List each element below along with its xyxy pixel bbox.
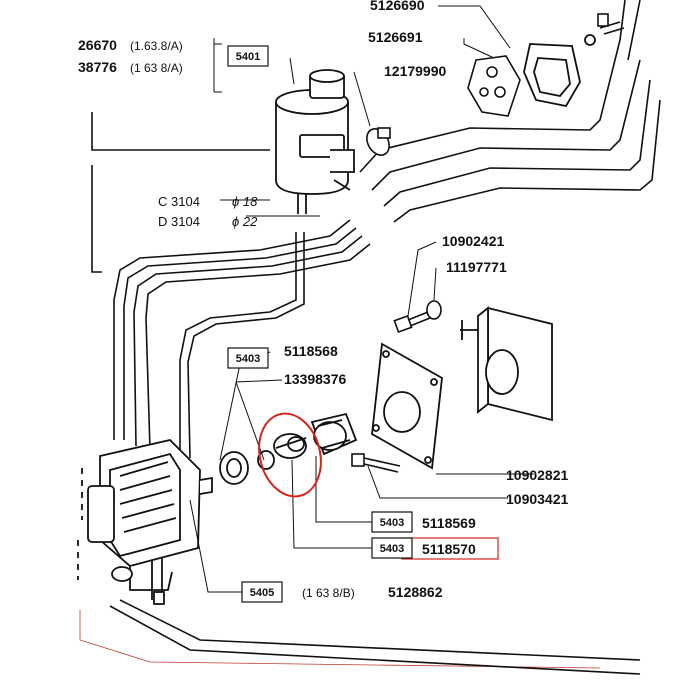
highlight-ellipse <box>258 412 322 498</box>
hose-clamp <box>366 127 391 156</box>
label-5126690: 5126690 <box>370 0 425 13</box>
label-hose-c-diam: ϕ 18 <box>232 194 258 209</box>
ref-box-reservoir: 5401 <box>227 45 269 67</box>
ref-box-gear: 5403 <box>371 511 413 533</box>
mounting-plate-rear <box>460 306 553 422</box>
label-10903421: 10903421 <box>506 491 569 507</box>
mounting-plate-front <box>371 342 443 470</box>
label-13398376: 13398376 <box>284 371 347 387</box>
label-5118570: 5118570 <box>422 541 476 557</box>
reservoir <box>275 69 355 214</box>
label-reservoir-code-1: 26670 <box>78 37 117 53</box>
label-reservoir-spec-1: (1.63.8/A) <box>130 39 183 53</box>
label-10902821: 10902821 <box>506 467 569 483</box>
ref-box-bushing: 5403 <box>371 537 413 559</box>
hose-lines <box>79 0 661 675</box>
ref-gear-text: 5403 <box>380 517 404 529</box>
label-5118569: 5118569 <box>422 515 476 531</box>
label-12179990: 12179990 <box>384 63 447 79</box>
label-reservoir-code-2: 38776 <box>78 59 117 75</box>
ref-bushing-text: 5403 <box>380 543 404 555</box>
ref-seal-text: 5403 <box>236 353 260 365</box>
ref-pump-text: 5405 <box>250 587 274 599</box>
label-11197771: 11197771 <box>446 259 507 275</box>
label-hose-d: D 3104 <box>158 214 200 229</box>
ref-box-seal: 5403 <box>227 347 269 369</box>
bracket-bolts <box>351 300 442 473</box>
top-right-bolt <box>597 13 625 35</box>
label-pump-spec: (1 63 8/B) <box>302 586 355 600</box>
label-hose-c: C 3104 <box>158 194 200 209</box>
label-5126691: 5126691 <box>368 29 423 45</box>
ref-reservoir-text: 5401 <box>236 51 260 63</box>
label-10902421: 10902421 <box>442 233 505 249</box>
seal-5118568 <box>219 450 275 485</box>
gasket-5126691 <box>467 55 521 117</box>
label-hose-d-diam: ϕ 22 <box>232 214 258 229</box>
power-steering-pump <box>77 439 213 605</box>
drive-gear-5118569 <box>310 412 358 456</box>
bushing-5118570 <box>273 433 307 459</box>
label-5118568: 5118568 <box>284 343 338 359</box>
label-reservoir-spec-2: (1 63 8/A) <box>130 61 183 75</box>
ref-box-pump: 5405 <box>241 581 283 603</box>
pump-cover-5126690 <box>523 34 596 108</box>
label-5128862: 5128862 <box>388 584 443 600</box>
